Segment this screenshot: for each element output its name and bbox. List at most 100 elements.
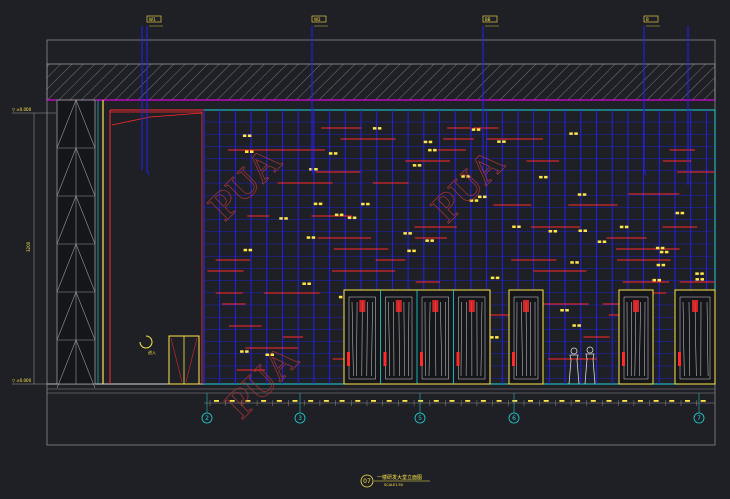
wall-light <box>240 350 244 353</box>
display-post <box>622 352 625 366</box>
dim-value <box>371 400 376 402</box>
wall-light <box>495 336 499 339</box>
dim-value <box>700 400 706 402</box>
truss-diagonal <box>75 147 96 197</box>
wall-light <box>582 193 587 196</box>
wall-light <box>366 202 370 206</box>
dim-value <box>528 400 533 402</box>
truss-diagonal <box>56 195 77 245</box>
door-tag: 进入 <box>139 335 156 355</box>
dim-value <box>590 400 596 402</box>
dim-value <box>308 400 314 402</box>
truss-diagonal <box>75 291 96 341</box>
dim-value <box>606 400 612 402</box>
wall-light <box>512 225 516 228</box>
label-box <box>643 15 659 23</box>
grid-marker-label: 2 <box>205 415 209 422</box>
display-strand <box>388 301 391 377</box>
dim-value <box>276 400 282 402</box>
level-top: ▽ ±0.000 <box>12 107 32 112</box>
wall-light <box>318 202 323 206</box>
wall-light <box>602 240 607 243</box>
drawing-number: 07 <box>363 478 371 485</box>
display-screen <box>623 296 649 380</box>
grid-marker-label: 7 <box>697 415 701 422</box>
wall-light <box>313 202 318 206</box>
wall-light <box>570 261 574 264</box>
display-strand <box>361 301 363 377</box>
display-strand <box>480 301 483 377</box>
wall-light <box>408 232 412 235</box>
wall-light <box>361 202 365 206</box>
wall-light <box>466 175 470 178</box>
wall-light <box>247 134 252 137</box>
wall-light <box>265 353 269 356</box>
wall-light <box>619 225 624 229</box>
wall-light <box>403 232 407 235</box>
dim-value <box>512 400 518 402</box>
wall-light <box>502 140 506 143</box>
display-panels <box>343 289 716 385</box>
wall-light <box>578 229 582 232</box>
wall-light <box>660 246 665 250</box>
wall-light <box>242 134 247 137</box>
wall-light <box>372 127 377 130</box>
wall-light <box>483 195 487 199</box>
truss-diagonal <box>75 243 96 293</box>
leader-line <box>146 26 150 176</box>
wall-light <box>695 272 699 275</box>
wall-light <box>306 236 311 239</box>
door-swing <box>170 337 183 383</box>
dim-value <box>418 400 424 402</box>
display-strand <box>440 301 443 377</box>
grid-marker-label: 3 <box>298 415 302 422</box>
top-label-text: W1 <box>149 17 156 22</box>
wall-light <box>428 148 432 152</box>
grid-marker-circle <box>294 412 306 424</box>
wall-light <box>471 128 476 131</box>
wall-light <box>425 239 429 242</box>
wall-light <box>302 282 306 285</box>
height-dim: 3200 <box>26 241 31 252</box>
display-accent <box>692 300 698 312</box>
truss-diagonal <box>56 243 77 293</box>
display-strand <box>682 301 685 377</box>
wall-light <box>430 239 434 242</box>
leader-line <box>311 26 315 176</box>
top-label-text: BB <box>485 17 491 22</box>
leader-line <box>643 26 647 176</box>
grid-marker-circle <box>414 412 426 424</box>
wall-light <box>577 324 581 327</box>
dim-value <box>637 400 643 402</box>
display-accent <box>432 300 439 312</box>
wall-light <box>478 195 482 199</box>
display-strand <box>351 301 354 377</box>
wall-light <box>417 164 422 167</box>
wall-light <box>574 132 578 135</box>
wall-light <box>597 240 602 243</box>
dim-value <box>245 400 251 402</box>
wall-light <box>575 261 579 264</box>
wall-light <box>655 246 660 250</box>
wall-light <box>407 249 411 253</box>
wall-light <box>248 248 253 252</box>
wall-light <box>334 213 339 217</box>
dim-value <box>465 400 471 402</box>
dim-value <box>543 400 549 402</box>
dimension-row <box>209 400 706 406</box>
wall-light <box>328 152 333 155</box>
truss-diagonal <box>56 291 77 341</box>
wall-light <box>309 168 313 171</box>
display-strand <box>688 301 691 377</box>
display-strand <box>706 301 709 377</box>
wall-light <box>352 216 357 219</box>
display-screen <box>513 296 539 380</box>
truss-diagonal <box>75 99 96 149</box>
dim-value <box>480 400 486 402</box>
display-strand <box>634 301 637 377</box>
watermark-text-1: PUA <box>200 138 290 228</box>
wall-light <box>565 309 569 312</box>
